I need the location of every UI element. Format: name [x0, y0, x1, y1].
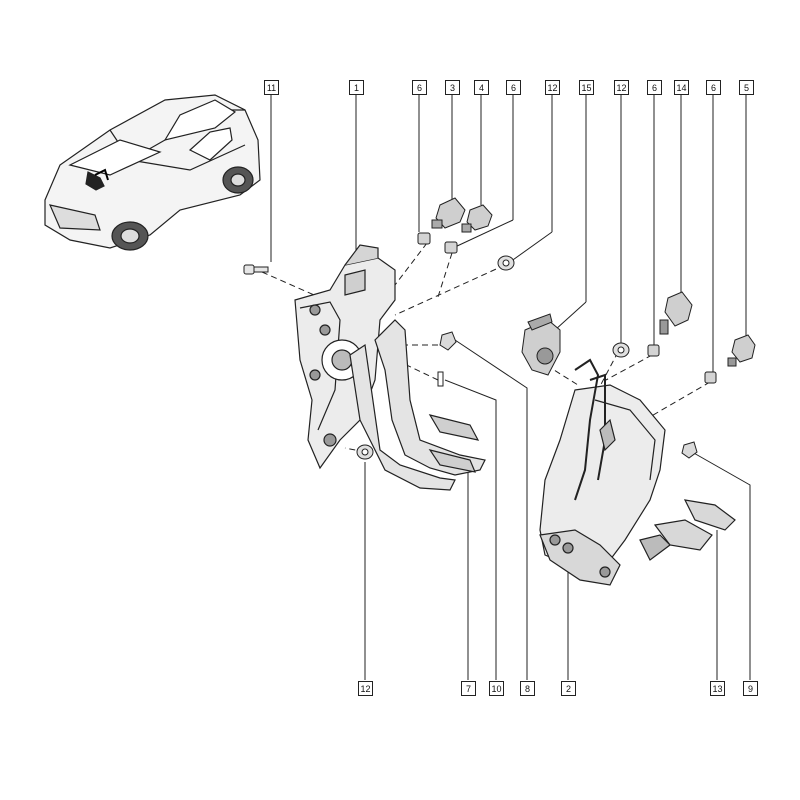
callout-12-bottom: 12: [358, 681, 373, 696]
callout-6-top-b: 6: [506, 80, 521, 95]
callout-6-top-a: 6: [412, 80, 427, 95]
callout-10-bottom: 10: [489, 681, 504, 696]
switch-parts: [431, 197, 493, 233]
pedal-pad: [639, 499, 736, 561]
pedal-arm-left: [349, 319, 486, 491]
callout-6-top-c: 6: [647, 80, 662, 95]
callout-9-bottom: 9: [743, 681, 758, 696]
callout-3-top: 3: [445, 80, 460, 95]
pedal-bracket-left: [294, 244, 396, 470]
callout-15-top: 15: [579, 80, 594, 95]
bolt-part: [243, 264, 269, 275]
clip-parts: [437, 331, 698, 459]
callout-11-top: 11: [264, 80, 279, 95]
callout-4-top: 4: [474, 80, 489, 95]
callout-12-top-b: 12: [614, 80, 629, 95]
nut-parts: [417, 232, 717, 384]
callout-7-bottom: 7: [461, 681, 476, 696]
callout-13-bottom: 13: [710, 681, 725, 696]
callout-8-bottom: 8: [520, 681, 535, 696]
callout-2-bottom: 2: [561, 681, 576, 696]
callout-6-top-d: 6: [706, 80, 721, 95]
pedal-bracket-right: [539, 358, 666, 586]
callout-14-top: 14: [674, 80, 689, 95]
washer-parts: [356, 255, 630, 460]
vehicle-thumbnail: [44, 94, 261, 251]
sensor-parts: [659, 291, 756, 367]
callout-5-top: 5: [739, 80, 754, 95]
callout-1-top: 1: [349, 80, 364, 95]
position-sensor: [521, 313, 561, 376]
callout-12-top-a: 12: [545, 80, 560, 95]
